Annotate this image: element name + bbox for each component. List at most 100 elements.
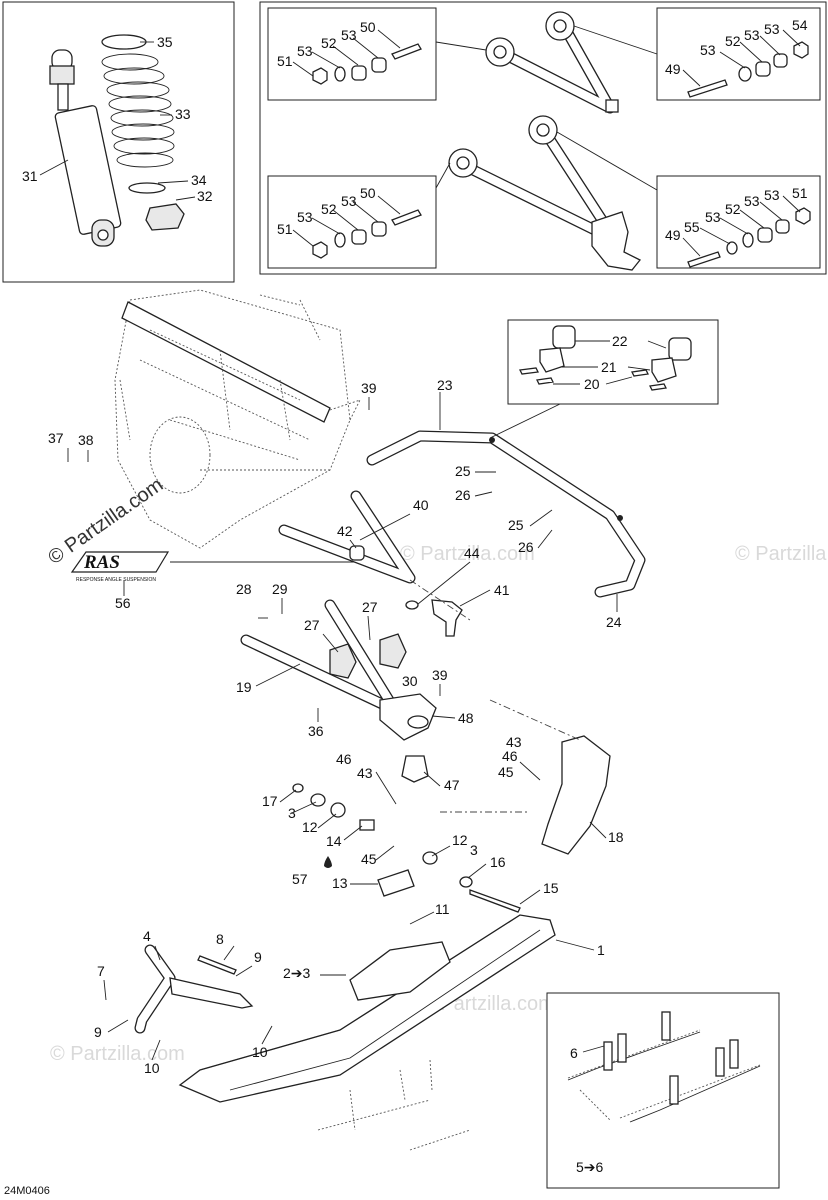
callout-30: 30: [402, 673, 418, 689]
callout-25: 25: [455, 463, 471, 479]
callout-15: 15: [543, 880, 559, 896]
callout-12: 12: [302, 819, 318, 835]
callout-43: 43: [357, 765, 373, 781]
callout-40: 40: [413, 497, 429, 513]
callout-48: 48: [458, 710, 474, 726]
callout-44: 44: [464, 545, 480, 561]
bushing-hardware-br: [687, 207, 811, 268]
callout-25: 25: [508, 517, 524, 533]
callout-57: 57: [292, 871, 308, 887]
callout-5-6: 5➔6: [576, 1159, 604, 1175]
callout-34: 34: [191, 172, 207, 188]
callout-53: 53: [705, 209, 721, 225]
callout-42: 42: [337, 523, 353, 539]
callout-29: 29: [272, 581, 288, 597]
callout-39: 39: [361, 380, 377, 396]
callout-23: 23: [437, 377, 453, 393]
callout-7: 7: [97, 963, 105, 979]
callout-10: 10: [252, 1044, 268, 1060]
callout-52: 52: [321, 35, 337, 51]
diagram-code: 24M0406: [4, 1185, 50, 1197]
callout-37: 37: [48, 430, 64, 446]
bushing-hardware-tl: [312, 43, 422, 85]
coil-spring: [101, 34, 175, 168]
limiter-strap: [379, 633, 407, 669]
lower-a-arm: [240, 599, 437, 741]
callout-32: 32: [197, 188, 213, 204]
callout-47: 47: [444, 777, 460, 793]
callout-26: 26: [518, 539, 534, 555]
callout-27: 27: [362, 599, 378, 615]
callout-3: 3: [470, 842, 478, 858]
callout-9: 9: [254, 949, 262, 965]
callout-52: 52: [725, 33, 741, 49]
bolt: [197, 955, 237, 975]
callout-53: 53: [700, 42, 716, 58]
callout-35: 35: [157, 34, 173, 50]
callout-54: 54: [792, 17, 808, 33]
callout-26: 26: [455, 487, 471, 503]
callout-41: 41: [494, 582, 510, 598]
callout-45: 45: [361, 851, 377, 867]
callout-6: 6: [570, 1045, 578, 1061]
callout-51: 51: [792, 185, 808, 201]
ball-joint: [401, 755, 429, 783]
callout-56: 56: [115, 595, 131, 611]
callout-52: 52: [725, 201, 741, 217]
spindle: [431, 599, 463, 637]
callout-53: 53: [744, 193, 760, 209]
ras-logo-tagline: RESPONSE ANGLE SUSPENSION: [76, 577, 156, 583]
callout-24: 24: [606, 614, 622, 630]
upper-a-arm: [278, 490, 419, 610]
callout-9: 9: [94, 1024, 102, 1040]
callout-1: 1: [597, 942, 605, 958]
callout-4: 4: [143, 928, 151, 944]
runner-panel: 6 5➔6: [546, 992, 780, 1189]
callout-55: 55: [684, 219, 700, 235]
callout-46: 46: [502, 748, 518, 764]
callout-50: 50: [360, 185, 376, 201]
callout-51: 51: [277, 221, 293, 237]
limiter-strap: [329, 643, 357, 679]
callout-2-3: 2➔3: [283, 965, 311, 981]
callout-49: 49: [665, 61, 681, 77]
callout-28: 28: [236, 581, 252, 597]
callout-10: 10: [144, 1060, 160, 1076]
callout-13: 13: [332, 875, 348, 891]
callout-46: 46: [336, 751, 352, 767]
watermark: © Partzilla.com: [735, 543, 828, 565]
callout-16: 16: [490, 854, 506, 870]
callout-53: 53: [341, 27, 357, 43]
callout-38: 38: [78, 432, 94, 448]
callout-18: 18: [608, 829, 624, 845]
callout-39: 39: [432, 667, 448, 683]
ras-logo: RAS RESPONSE ANGLE SUSPENSION: [70, 551, 170, 583]
ski: [178, 914, 556, 1151]
callout-43: 43: [506, 734, 522, 750]
shock-panel: 35 33 31 34 32: [2, 1, 235, 283]
callout-36: 36: [308, 723, 324, 739]
callout-14: 14: [326, 833, 342, 849]
ras-logo-text: RAS: [83, 552, 120, 573]
ski-mount-hardware: [292, 783, 521, 913]
callout-45: 45: [498, 764, 514, 780]
stabilizer-bar: [366, 392, 646, 612]
callout-53: 53: [764, 21, 780, 37]
callout-20: 20: [584, 376, 600, 392]
main-callouts: 39 23 37 38 25 26 40 25 26 42 44 56 41 2…: [48, 377, 624, 1076]
leader-lines: [67, 397, 607, 1061]
callout-53: 53: [341, 193, 357, 209]
stabilizer-clamp-panel: 22 21 20: [507, 319, 719, 405]
callout-33: 33: [175, 106, 191, 122]
callout-12: 12: [452, 832, 468, 848]
watermark: © Partzilla.com: [400, 543, 535, 565]
callout-17: 17: [262, 793, 278, 809]
callout-8: 8: [216, 931, 224, 947]
callout-21: 21: [601, 359, 617, 375]
ski-leg: [541, 735, 611, 855]
watermark: © Partzilla.com: [50, 1043, 185, 1065]
callout-31: 31: [22, 168, 38, 184]
callout-52: 52: [321, 201, 337, 217]
bushing-hardware-tr: [687, 41, 809, 98]
